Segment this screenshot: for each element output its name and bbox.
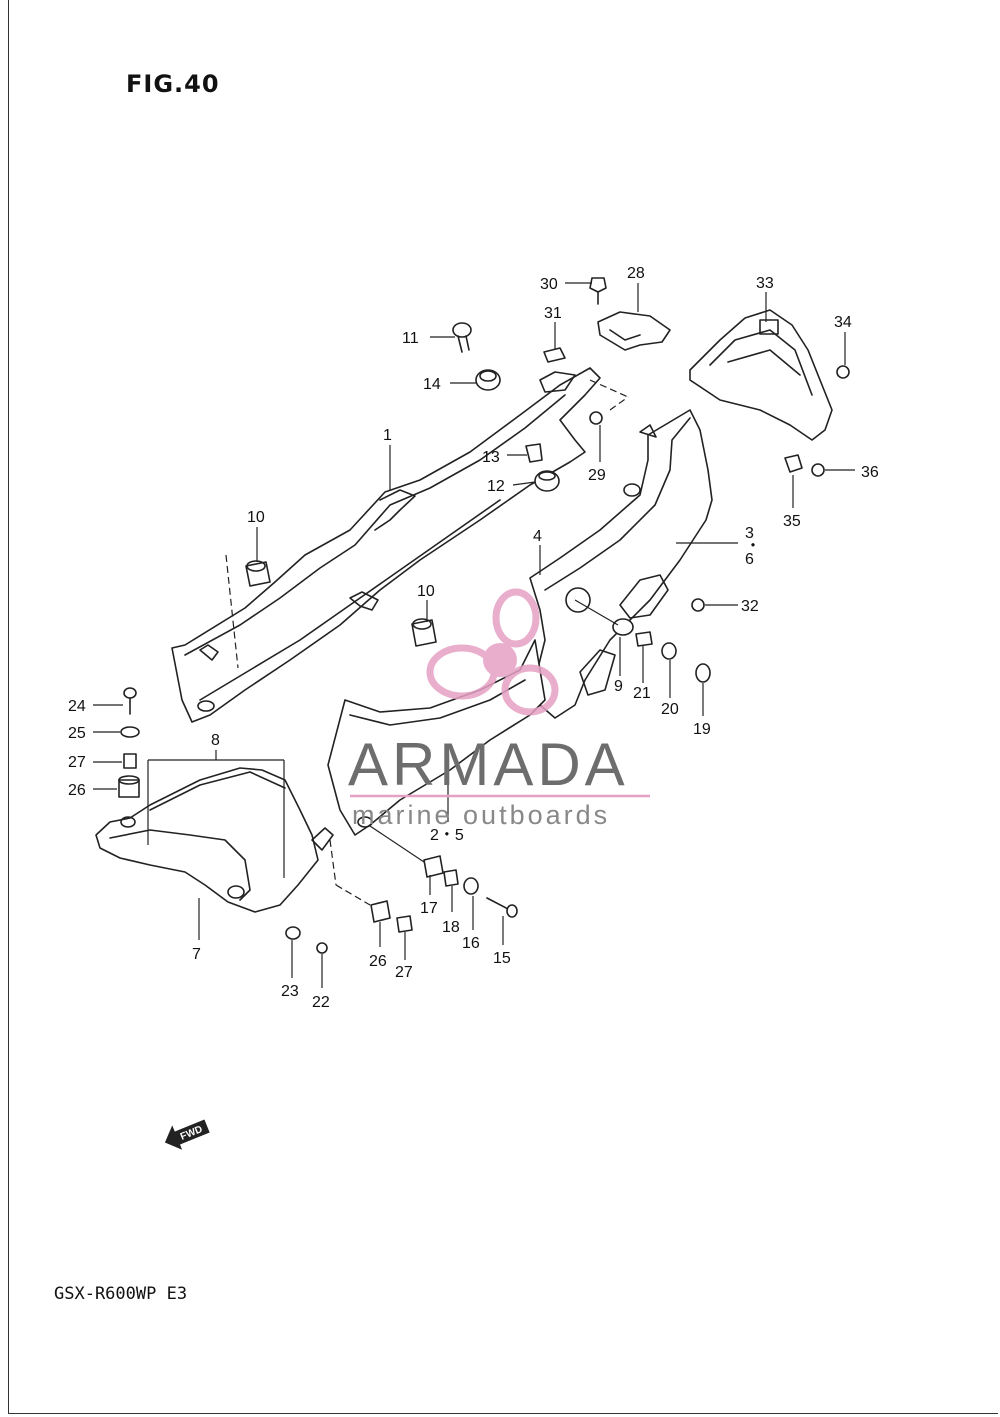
label-11: 11 xyxy=(402,330,419,347)
label-21: 21 xyxy=(633,685,651,702)
page-border xyxy=(8,0,998,1414)
label-22: 22 xyxy=(312,994,330,1011)
grommet-26b xyxy=(370,900,391,923)
label-31: 31 xyxy=(544,305,562,322)
label-2-5: 2・5 xyxy=(430,827,464,844)
label-33: 33 xyxy=(756,275,774,292)
washer-16 xyxy=(463,877,479,895)
label-36: 36 xyxy=(861,464,879,481)
label-18: 18 xyxy=(442,919,460,936)
bolt-19 xyxy=(695,663,711,683)
fwd-arrow-icon: FWD xyxy=(164,1119,210,1150)
label-26-a: 26 xyxy=(68,782,86,799)
figure-title: FIG.40 xyxy=(126,70,220,98)
grommet-26a xyxy=(118,775,140,798)
nut-23 xyxy=(285,926,301,940)
washer-25 xyxy=(120,726,140,738)
label-26-b: 26 xyxy=(369,953,387,970)
grommet-10a xyxy=(245,560,271,587)
screw-34 xyxy=(836,365,850,379)
label-10-b: 10 xyxy=(417,583,435,600)
part-labels: 11 14 1 13 12 30 28 31 29 33 34 36 35 3 … xyxy=(68,265,879,1011)
label-3: 3 xyxy=(745,525,754,542)
propeller-logo-icon xyxy=(426,588,559,716)
nut-35 xyxy=(784,454,803,473)
label-10-a: 10 xyxy=(247,509,265,526)
frame-cover-left xyxy=(171,367,601,723)
label-29: 29 xyxy=(588,467,606,484)
armada-watermark: ARMADA marine outboards xyxy=(348,588,650,830)
washer-20 xyxy=(661,642,677,660)
bolt-24 xyxy=(123,687,137,715)
collar-27a xyxy=(123,753,137,769)
screw-29 xyxy=(589,411,603,425)
collar-21 xyxy=(635,631,653,647)
label-35: 35 xyxy=(783,513,801,530)
screw-22 xyxy=(316,942,328,954)
bracket-28 xyxy=(597,311,671,351)
label-1: 1 xyxy=(383,427,392,444)
grommet-14 xyxy=(475,369,501,391)
label-9: 9 xyxy=(614,678,623,695)
label-24: 24 xyxy=(68,698,86,715)
grommet-10b xyxy=(411,618,437,647)
bolt-11 xyxy=(452,322,472,353)
screw-32 xyxy=(691,598,705,612)
tail-cover-33 xyxy=(689,309,833,441)
label-34: 34 xyxy=(834,314,852,331)
grommet-9 xyxy=(612,618,634,636)
label-14: 14 xyxy=(423,376,441,393)
label-19: 19 xyxy=(693,721,711,738)
label-30: 30 xyxy=(540,276,558,293)
label-32: 32 xyxy=(741,598,759,615)
grommet-12 xyxy=(534,470,560,492)
label-7: 7 xyxy=(192,946,201,963)
label-3-6-sep: ・ xyxy=(745,538,761,555)
label-8: 8 xyxy=(211,732,220,749)
under-cover xyxy=(95,767,334,913)
label-6: 6 xyxy=(745,551,754,568)
clip-31 xyxy=(543,347,566,363)
fwd-label: FWD xyxy=(179,1124,204,1143)
screw-30 xyxy=(589,277,607,305)
label-4: 4 xyxy=(533,528,542,545)
label-25: 25 xyxy=(68,725,86,742)
watermark-brand: ARMADA xyxy=(348,731,629,798)
label-20: 20 xyxy=(661,701,679,718)
screw-36 xyxy=(811,463,825,477)
label-15: 15 xyxy=(493,950,511,967)
leader-lines xyxy=(93,282,855,988)
label-28: 28 xyxy=(627,265,645,282)
label-13: 13 xyxy=(482,449,500,466)
collar-27b xyxy=(396,915,413,933)
label-12: 12 xyxy=(487,478,505,495)
label-23: 23 xyxy=(281,983,299,1000)
label-16: 16 xyxy=(462,935,480,952)
label-17: 17 xyxy=(420,900,438,917)
bolt-15 xyxy=(486,897,518,918)
grommet-17 xyxy=(423,855,444,878)
model-code: GSX-R600WP E3 xyxy=(54,1284,188,1304)
collar-13 xyxy=(525,443,543,463)
label-27-b: 27 xyxy=(395,964,413,981)
collar-18 xyxy=(443,869,459,887)
label-27-a: 27 xyxy=(68,754,86,771)
watermark-tagline: marine outboards xyxy=(352,800,610,830)
